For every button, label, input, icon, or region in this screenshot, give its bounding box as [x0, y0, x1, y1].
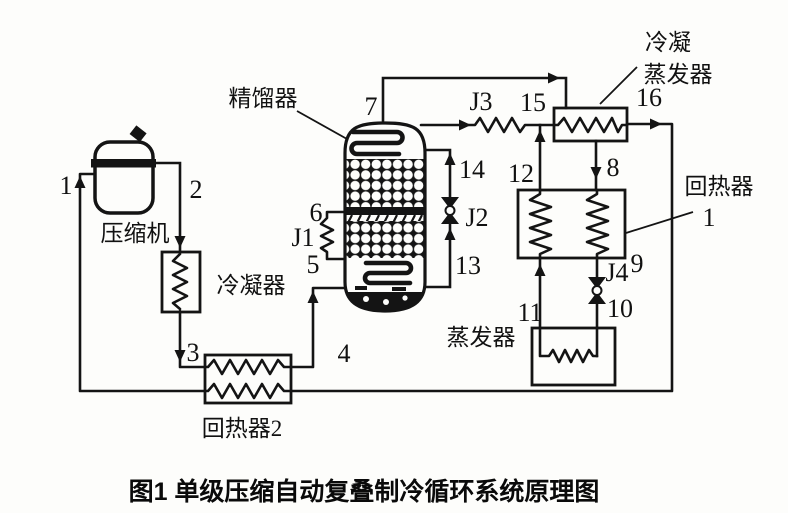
labels: 1 2 3 4 5 6 7 8 9 10 11 12 13 14 15 16 J… — [60, 30, 754, 506]
point-14: 14 — [459, 155, 485, 184]
compressor-symbol — [91, 125, 156, 215]
reflux-coil — [349, 129, 405, 157]
point-10: 10 — [607, 294, 633, 323]
figure-caption: 图1 单级压缩自动复叠制冷循环系统原理图 — [129, 477, 600, 506]
point-6: 6 — [310, 198, 323, 227]
label-regenerator1: 回热器 — [685, 174, 754, 199]
support-plate — [345, 207, 425, 215]
flow-arrows — [74, 72, 662, 362]
valve-label-j2: J2 — [465, 203, 488, 232]
label-evaporator: 蒸发器 — [447, 325, 516, 350]
boiler-coil — [362, 260, 414, 286]
point-15: 15 — [520, 88, 546, 117]
point-9: 9 — [631, 249, 644, 278]
discharge-nub — [129, 125, 147, 143]
label-rectifier: 精馏器 — [229, 86, 298, 111]
label-cascade-condenser-line2: 蒸发器 — [644, 62, 713, 87]
pipes — [78, 76, 674, 400]
point-4: 4 — [338, 339, 351, 368]
point-8: 8 — [607, 153, 620, 182]
point-11: 11 — [517, 298, 542, 327]
label-cascade-condenser-line1: 冷凝 — [645, 30, 691, 55]
point-1: 1 — [60, 171, 73, 200]
condenser-box — [160, 250, 202, 314]
point-16: 16 — [636, 83, 662, 112]
point-5: 5 — [307, 250, 320, 279]
rectifier-column — [343, 121, 427, 313]
label-condenser: 冷凝器 — [217, 273, 286, 298]
valve-label-j4: J4 — [605, 258, 628, 287]
point-3: 3 — [187, 338, 200, 367]
compressor-band — [91, 159, 156, 168]
valve-j2 — [441, 197, 459, 224]
label-regenerator1-number: 1 — [703, 203, 716, 232]
label-regenerator2: 回热器2 — [202, 416, 283, 441]
point-13: 13 — [455, 251, 481, 280]
label-compressor: 压缩机 — [101, 221, 170, 246]
point-7: 7 — [365, 92, 378, 121]
valve-j4 — [588, 277, 606, 304]
point-2: 2 — [190, 175, 203, 204]
packing-upper — [346, 159, 424, 208]
label-pointers — [296, 66, 694, 234]
packing-lower — [346, 221, 424, 258]
valve-label-j1: J1 — [291, 223, 314, 252]
valve-label-j3: J3 — [469, 87, 492, 116]
point-12: 12 — [508, 159, 534, 188]
